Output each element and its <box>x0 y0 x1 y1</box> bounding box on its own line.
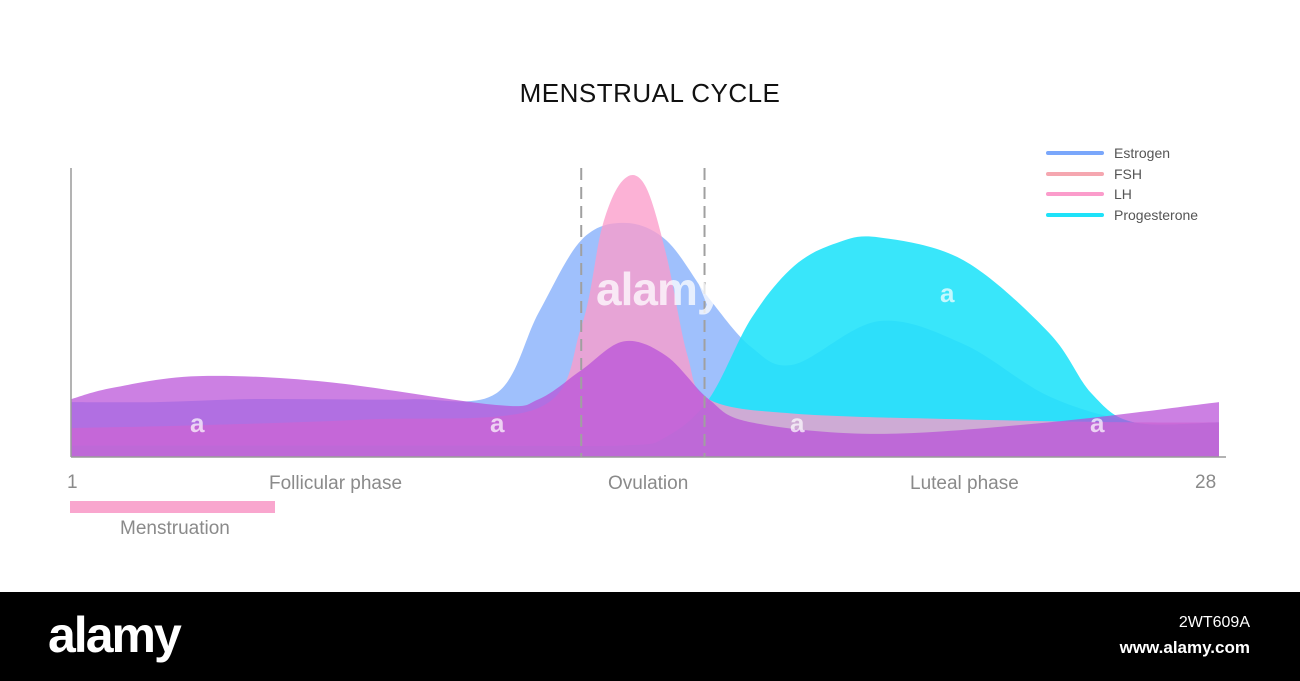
legend-swatch-progesterone <box>1046 212 1104 217</box>
series-layer <box>71 175 1219 457</box>
legend-swatch-fsh <box>1046 171 1104 176</box>
watermark-mark: a <box>190 408 205 438</box>
x-start-label: 1 <box>67 472 78 493</box>
legend-label: Estrogen <box>1114 145 1171 162</box>
series-area-progesterone <box>71 236 1219 457</box>
legend-swatch-lh <box>1046 192 1104 197</box>
legend-item-fsh: FSH <box>1046 164 1198 185</box>
chart-area <box>70 168 1226 458</box>
phase-label-ovulation: Ovulation <box>608 473 689 494</box>
watermark-mark: a <box>490 408 505 438</box>
phase-label-luteal: Luteal phase <box>910 473 1019 494</box>
legend-swatch-estrogen <box>1046 151 1104 156</box>
footer-logo: alamy <box>48 607 182 663</box>
series-area-lh <box>71 175 1219 457</box>
legend-label: Progesterone <box>1114 206 1199 223</box>
menstruation-label: Menstruation <box>120 518 230 539</box>
chart-title: MENSTRUAL CYCLE <box>519 78 781 108</box>
watermark-center: alamy <box>596 263 722 315</box>
watermark-mark: a <box>940 278 955 308</box>
phase-label-follicular: Follicular phase <box>269 473 403 494</box>
x-end-label: 28 <box>1195 472 1217 493</box>
watermark-mark: a <box>790 408 805 438</box>
menstruation-bar <box>70 501 275 513</box>
watermark-mark: a <box>1090 408 1105 438</box>
legend: Estrogen FSH LH Progesterone <box>1046 143 1198 225</box>
footer-bar: alamy 2WT609A www.alamy.com <box>0 592 1300 681</box>
legend-item-progesterone: Progesterone <box>1046 205 1198 226</box>
footer-image-id: 2WT609A <box>1178 614 1250 631</box>
series-area-fsh <box>71 340 1219 457</box>
footer-url: www.alamy.com <box>1119 638 1250 657</box>
legend-label: LH <box>1114 186 1132 203</box>
legend-item-estrogen: Estrogen <box>1046 143 1198 164</box>
legend-label: FSH <box>1114 165 1142 182</box>
legend-item-lh: LH <box>1046 184 1198 205</box>
